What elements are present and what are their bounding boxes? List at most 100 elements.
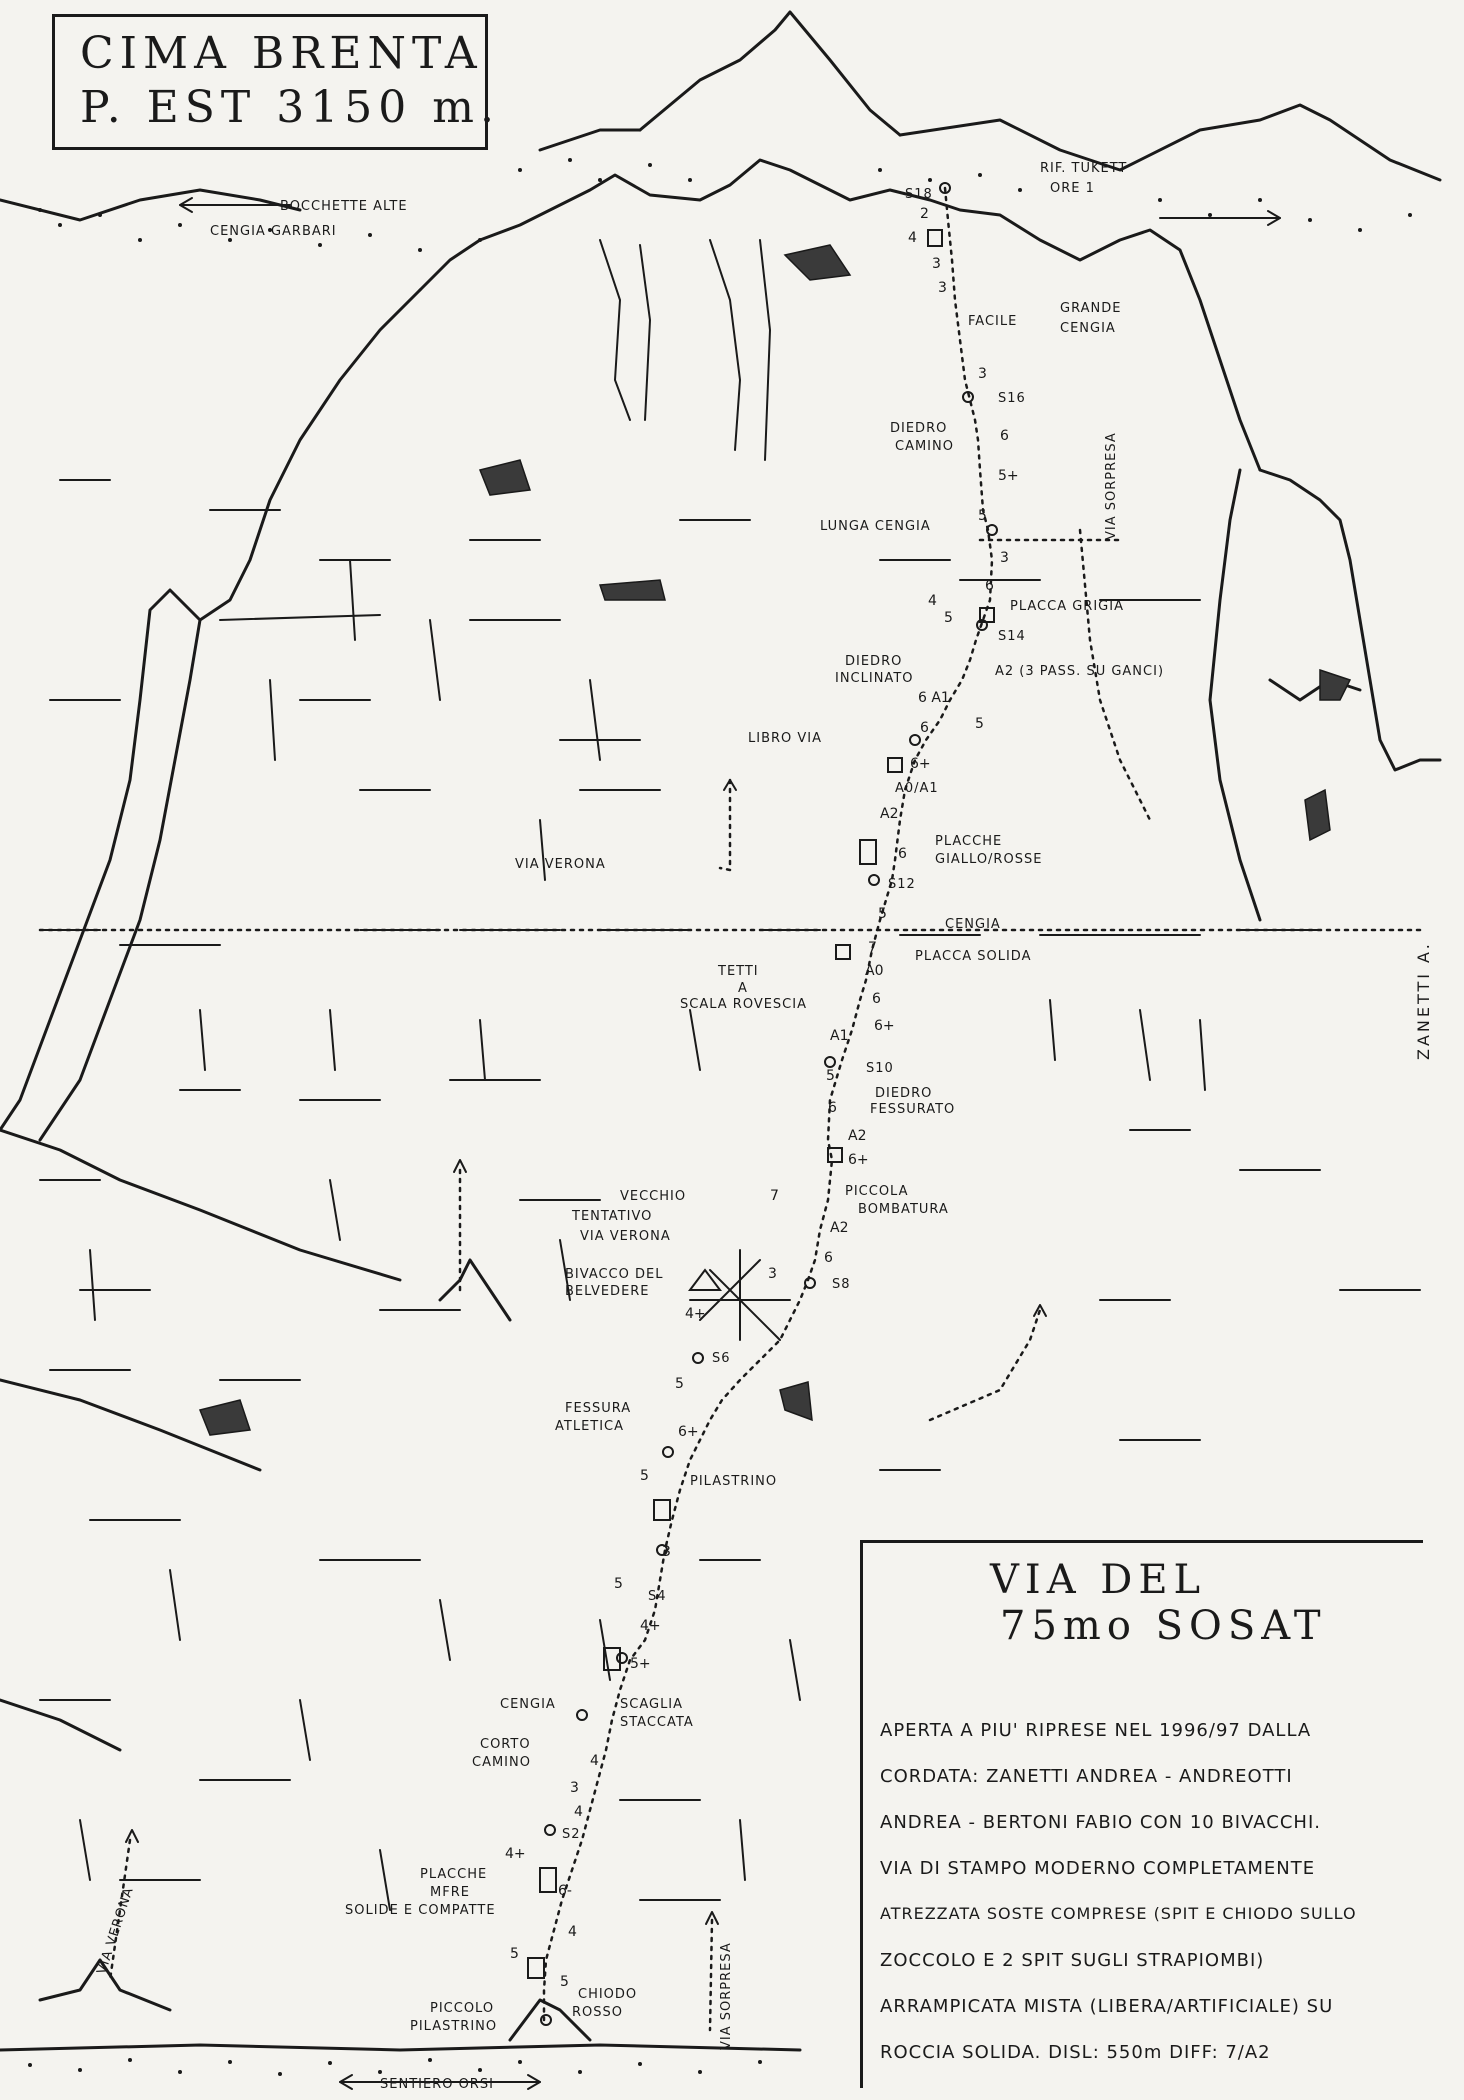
lower-slope-left <box>0 1128 402 1282</box>
label-s12: S12 <box>888 877 916 892</box>
label-a2-ganci: A2 (3 PASS. SU GANCI) <box>995 664 1164 679</box>
label-tetti-3: SCALA ROVESCIA <box>680 997 807 1012</box>
label-grande-cengia-1: GRANDE <box>1060 301 1121 316</box>
label-s18: S18 <box>905 187 933 202</box>
label-via-sorpresa-low: VIA SORPRESA <box>719 1942 734 2050</box>
grade: 2 <box>920 206 929 222</box>
grade: 5+ <box>998 468 1019 484</box>
grade: 3 <box>938 280 947 296</box>
grade: 4 <box>568 1924 577 1940</box>
grade: 4 <box>590 1753 599 1769</box>
description-line-5: ATREZZATA SOSTE COMPRESE (SPIT E CHIODO … <box>880 1904 1357 1923</box>
label-vecchio-2: TENTATIVO <box>571 1209 652 1224</box>
arrow-tukett-head <box>1267 210 1281 226</box>
label-ore: ORE 1 <box>1050 181 1095 196</box>
vecchio-tentativo-arrow <box>453 1159 467 1173</box>
ridge-outline-right <box>898 103 1442 182</box>
label-grande-cengia-2: CENGIA <box>1060 321 1116 336</box>
grade: 4 <box>928 593 937 609</box>
sentiero-arrow-right <box>527 2074 541 2090</box>
label-pilastrino: PILASTRINO <box>690 1474 777 1489</box>
grade: 4+ <box>685 1306 706 1322</box>
label-s4: S4 <box>648 1589 667 1604</box>
label-fessura-1: FESSURA <box>565 1401 631 1416</box>
grade: 7 <box>770 1188 779 1204</box>
label-chiodo-2: ROSSO <box>572 2005 623 2020</box>
grade: 5 <box>614 1576 623 1592</box>
grade: 3 <box>570 1780 579 1796</box>
label-placca-solida: PLACCA SOLIDA <box>915 949 1031 964</box>
left-pillar-outline <box>0 588 202 1132</box>
label-tetti-2: A <box>738 981 748 996</box>
description-line-6: ZOCCOLO E 2 SPIT SUGLI STRAPIOMBI) <box>880 1950 1265 1971</box>
label-placche-low-1: PLACCHE <box>420 1867 487 1882</box>
grade: 5 <box>640 1468 649 1484</box>
base-pinnacle-left <box>38 1958 172 2012</box>
grade: 6 <box>985 578 994 594</box>
grade-labels: 2 4 3 3 3 6 5+ 5 3 6 4 5 6 A1 5 6 6+ A2 … <box>505 206 1019 1990</box>
label-s16: S16 <box>998 391 1026 406</box>
label-diedro-inclinato-1: DIEDRO <box>845 654 902 669</box>
grade: 6 <box>872 991 881 1007</box>
author-signature: ZANETTI A. <box>1414 941 1433 1060</box>
label-cengia-garbari: CENGIA GARBARI <box>210 224 337 239</box>
grade: 3 <box>768 1266 777 1282</box>
via-verona-mid-route <box>718 778 732 872</box>
sentiero-arrow-left <box>339 2074 353 2090</box>
right-branch-route <box>928 1308 1042 1422</box>
label-piccola-2: BOMBATURA <box>858 1202 949 1217</box>
overhang-left <box>478 459 532 496</box>
grade: A2 <box>848 1128 866 1144</box>
label-diedro-fess-1: DIEDRO <box>875 1086 932 1101</box>
grade: 6 <box>898 846 907 862</box>
far-left-ridge <box>0 188 302 222</box>
description-line-7: ARRAMPICATA MISTA (LIBERA/ARTIFICIALE) S… <box>880 1996 1334 2017</box>
couloir-left <box>599 239 631 421</box>
label-bivacco-2: BELVEDERE <box>565 1284 650 1299</box>
title-line-2: P. EST 3150 m. <box>80 82 500 133</box>
label-corto-2: CAMINO <box>472 1755 531 1770</box>
couloir-left-2 <box>639 244 652 421</box>
label-placche-low-2: MFRE <box>430 1885 470 1900</box>
grade: A2 <box>830 1220 848 1236</box>
label-bocchette: BOCCHETTE ALTE <box>280 199 408 214</box>
grade: 5 <box>826 1068 835 1084</box>
label-via-verona-low: VIA VERONA <box>95 1885 137 1976</box>
ridge-outline-left <box>538 128 642 152</box>
couloir-center-2 <box>759 239 772 461</box>
label-a0a1: A0/A1 <box>895 781 939 796</box>
grade: 6 A1 <box>918 690 950 706</box>
label-placche-2: GIALLO/ROSSE <box>935 852 1042 867</box>
grade: 3 <box>1000 550 1009 566</box>
description-line-8: ROCCIA SOLIDA. DISL: 550m DIFF: 7/A2 <box>880 2042 1271 2063</box>
label-piccolo-1: PICCOLO <box>430 2001 494 2016</box>
label-diedro-camino-1: DIEDRO <box>890 421 947 436</box>
base-pinnacle-center <box>508 1998 592 2042</box>
overhang-top <box>783 244 852 281</box>
grade: 6+ <box>874 1018 895 1034</box>
crack-marks <box>79 559 1206 1911</box>
label-sentiero: SENTIERO ORSI <box>380 2077 494 2092</box>
label-scaglia-1: SCAGLIA <box>620 1697 683 1712</box>
grade: 4+ <box>505 1846 526 1862</box>
title-box <box>52 14 488 150</box>
overhang-low-left <box>198 1399 252 1436</box>
bivacco-tent-icon <box>688 1268 722 1291</box>
label-diedro-fess-2: FESSURATO <box>870 1102 955 1117</box>
grade: 6 <box>1000 428 1009 444</box>
arrow-bocchette-head <box>179 197 193 213</box>
label-placche-1: PLACCHE <box>935 834 1002 849</box>
label-chiodo-1: CHIODO <box>578 1987 637 2002</box>
grade: 6+ <box>678 1424 699 1440</box>
label-libro-via: LIBRO VIA <box>748 731 822 746</box>
label-corto-1: CORTO <box>480 1737 531 1752</box>
via-sorpresa-top-route <box>1078 528 1152 822</box>
grade: 4 <box>908 230 917 246</box>
label-diedro-camino-2: CAMINO <box>895 439 954 454</box>
label-placca-grigia: PLACCA GRIGIA <box>1010 599 1124 614</box>
label-rif-tukett: RIF. TUKETT <box>1040 161 1127 176</box>
grade: 6 <box>920 720 929 736</box>
description-line-1: APERTA A PIU' RIPRESE NEL 1996/97 DALLA <box>880 1720 1312 1741</box>
label-bivacco-1: BIVACCO DEL <box>565 1267 663 1282</box>
